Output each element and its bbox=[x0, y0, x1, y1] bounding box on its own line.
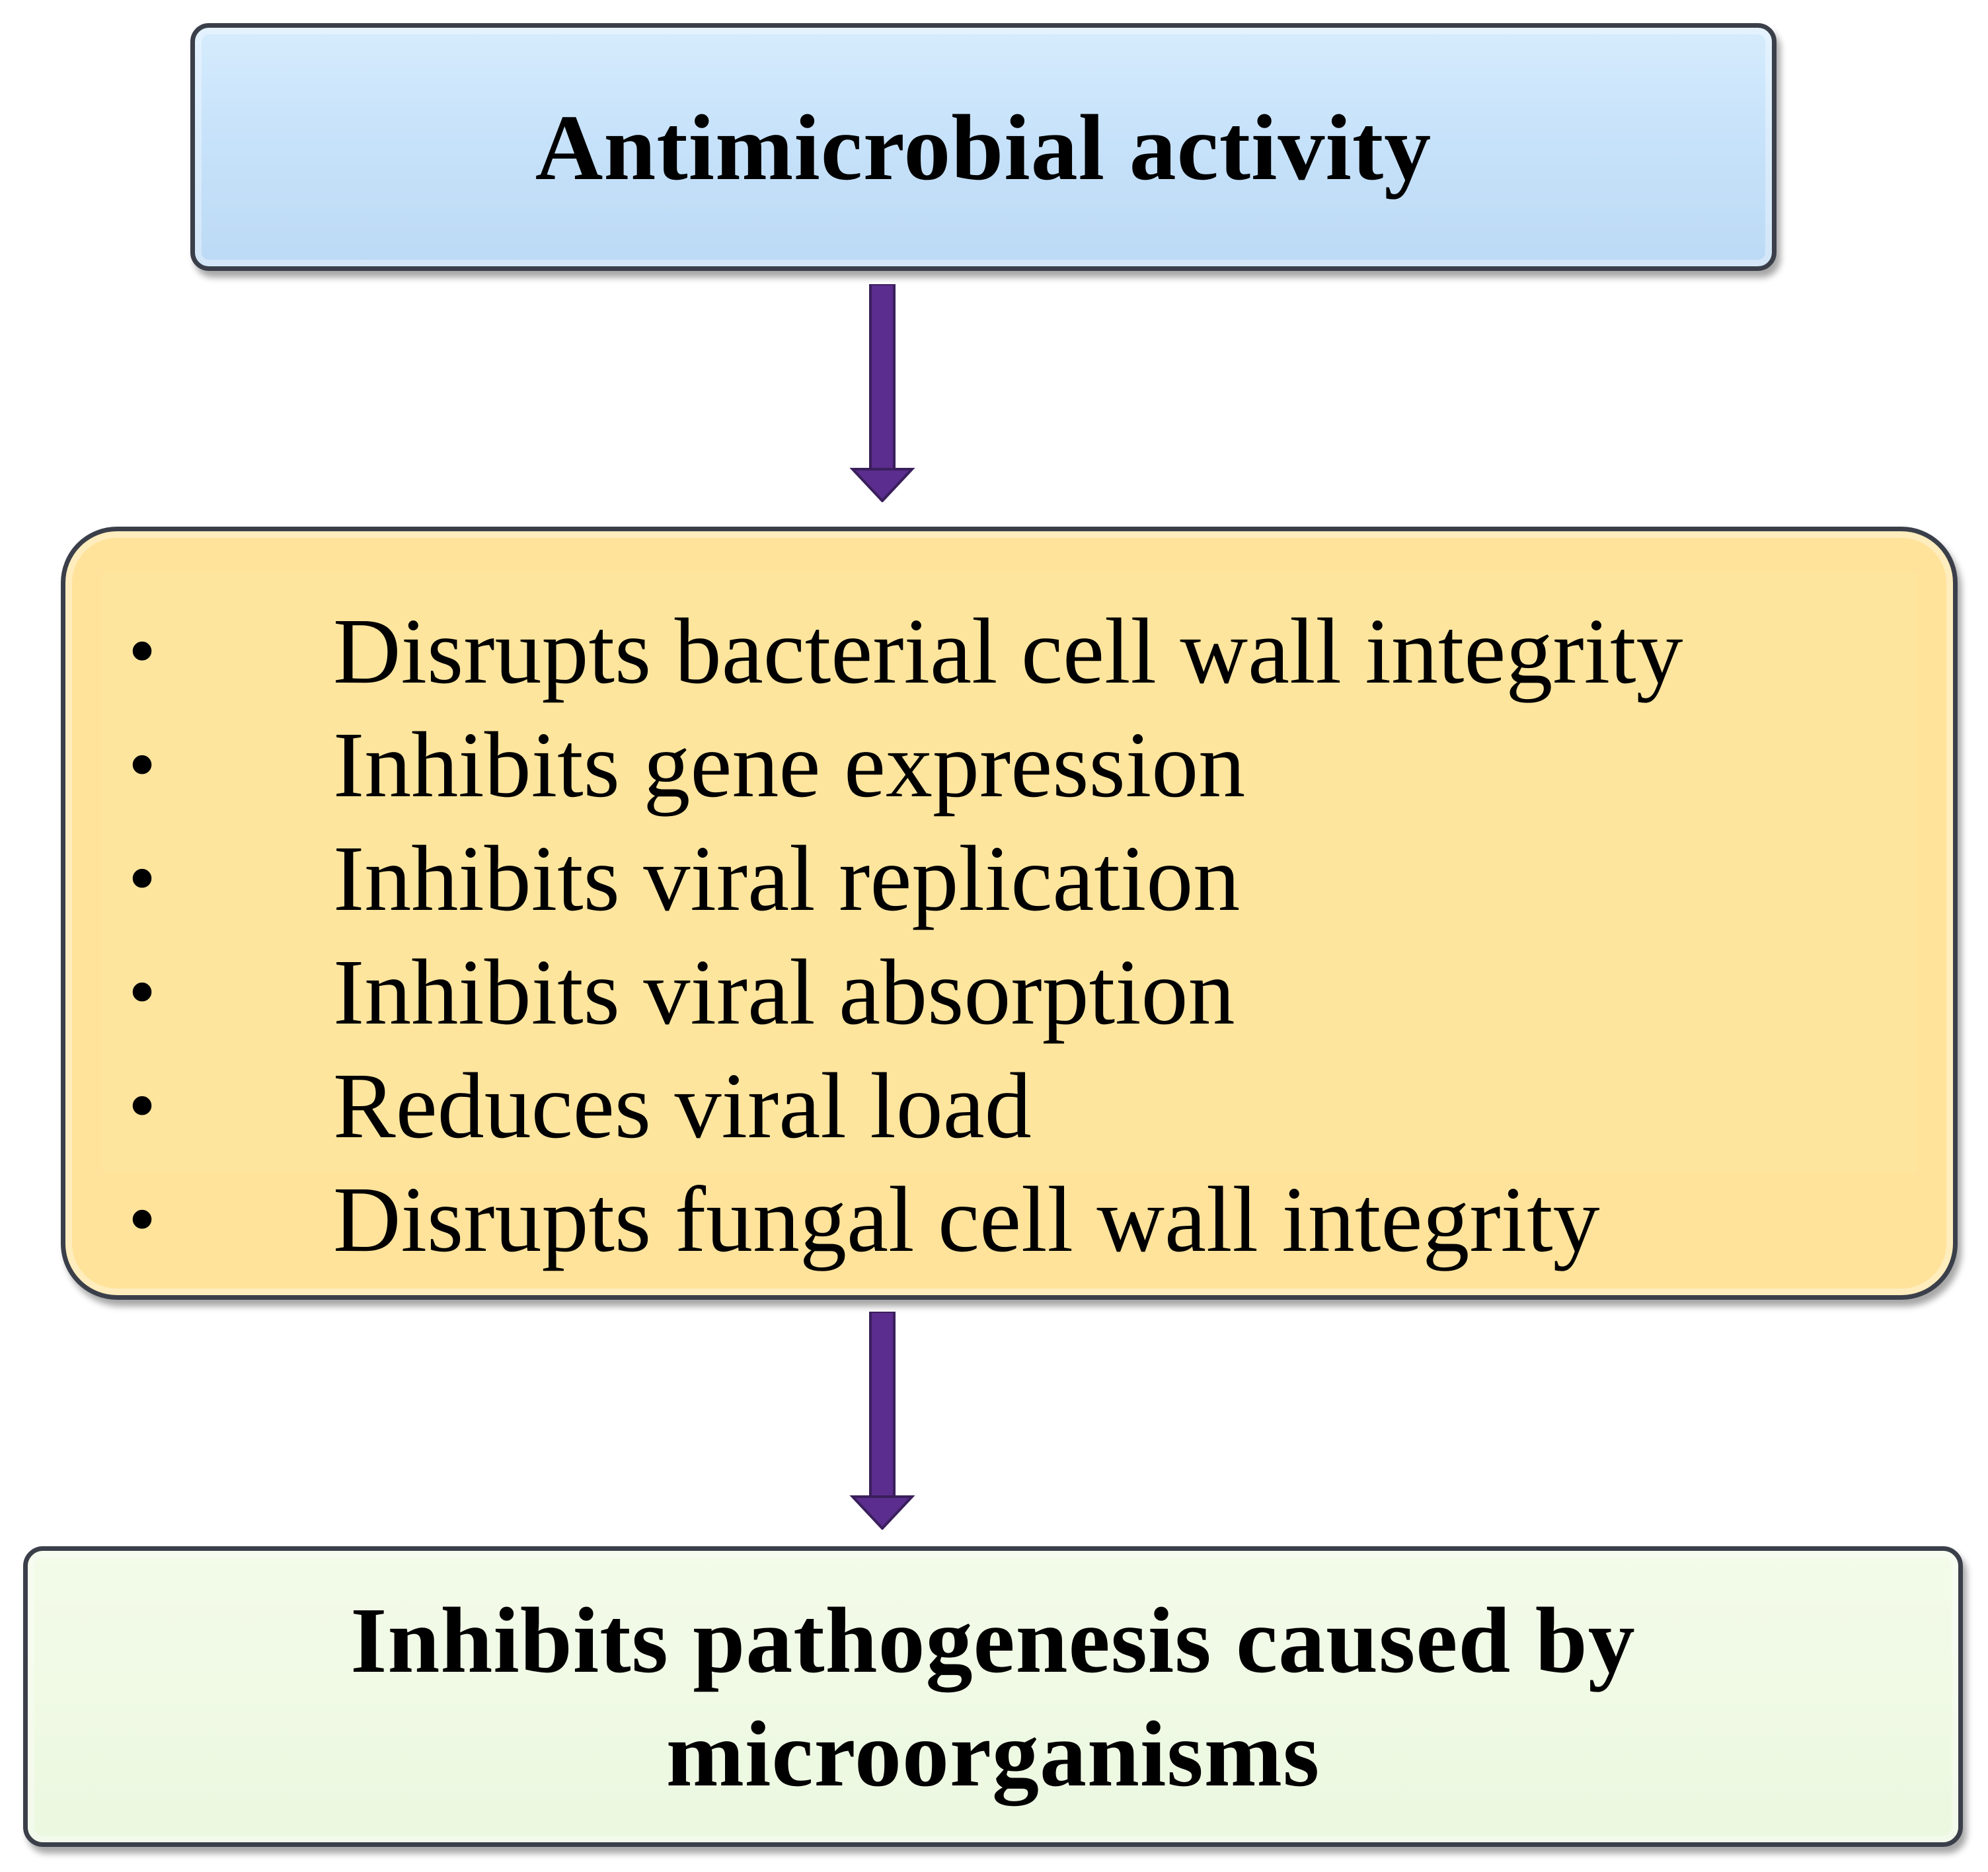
top-node-antimicrobial-activity: Antimicrobial activity bbox=[190, 23, 1777, 271]
bottom-node-outcome: Inhibits pathogenesis caused by microorg… bbox=[23, 1546, 1963, 1847]
mechanism-text: Inhibits gene expression bbox=[333, 712, 1246, 817]
mechanism-text: Disrupts bacterial cell wall integrity bbox=[333, 599, 1683, 703]
down-arrow-1 bbox=[849, 284, 915, 502]
list-item: • Disrupts fungal cell wall integrity bbox=[128, 1162, 1683, 1276]
list-item: • Inhibits viral absorption bbox=[128, 935, 1683, 1049]
bullet: • bbox=[128, 1061, 157, 1149]
mechanism-text: Reduces viral load bbox=[333, 1053, 1032, 1158]
mechanism-text: Inhibits viral replication bbox=[333, 826, 1241, 930]
middle-node-inner-panel bbox=[102, 572, 1917, 1173]
list-item: • Inhibits gene expression bbox=[128, 708, 1683, 821]
bottom-node-line-2: microorganisms bbox=[666, 1701, 1320, 1806]
list-item: • Reduces viral load bbox=[128, 1049, 1683, 1162]
mechanism-text: Inhibits viral absorption bbox=[333, 940, 1235, 1044]
middle-node-mechanisms: •Disrupts bacterial cell wall integrity … bbox=[61, 527, 1958, 1300]
mechanism-list: •Disrupts bacterial cell wall integrity … bbox=[128, 594, 1683, 1276]
bullet: • bbox=[128, 1175, 157, 1263]
bullet: • bbox=[128, 834, 157, 922]
bottom-node-line-1: Inhibits pathogenesis caused by bbox=[350, 1587, 1636, 1692]
mechanism-text: Disrupts fungal cell wall integrity bbox=[333, 1167, 1600, 1271]
bullet: • bbox=[128, 948, 157, 1035]
bullet: • bbox=[128, 607, 157, 694]
bottom-node-label: Inhibits pathogenesis caused by microorg… bbox=[350, 1583, 1636, 1811]
list-item: • Inhibits viral replication bbox=[128, 821, 1683, 935]
down-arrow-2 bbox=[849, 1312, 915, 1530]
top-node-label: Antimicrobial activity bbox=[535, 94, 1432, 200]
bullet: • bbox=[128, 720, 157, 808]
list-item: • Disrupts bacterial cell wall integrity bbox=[128, 594, 1683, 708]
